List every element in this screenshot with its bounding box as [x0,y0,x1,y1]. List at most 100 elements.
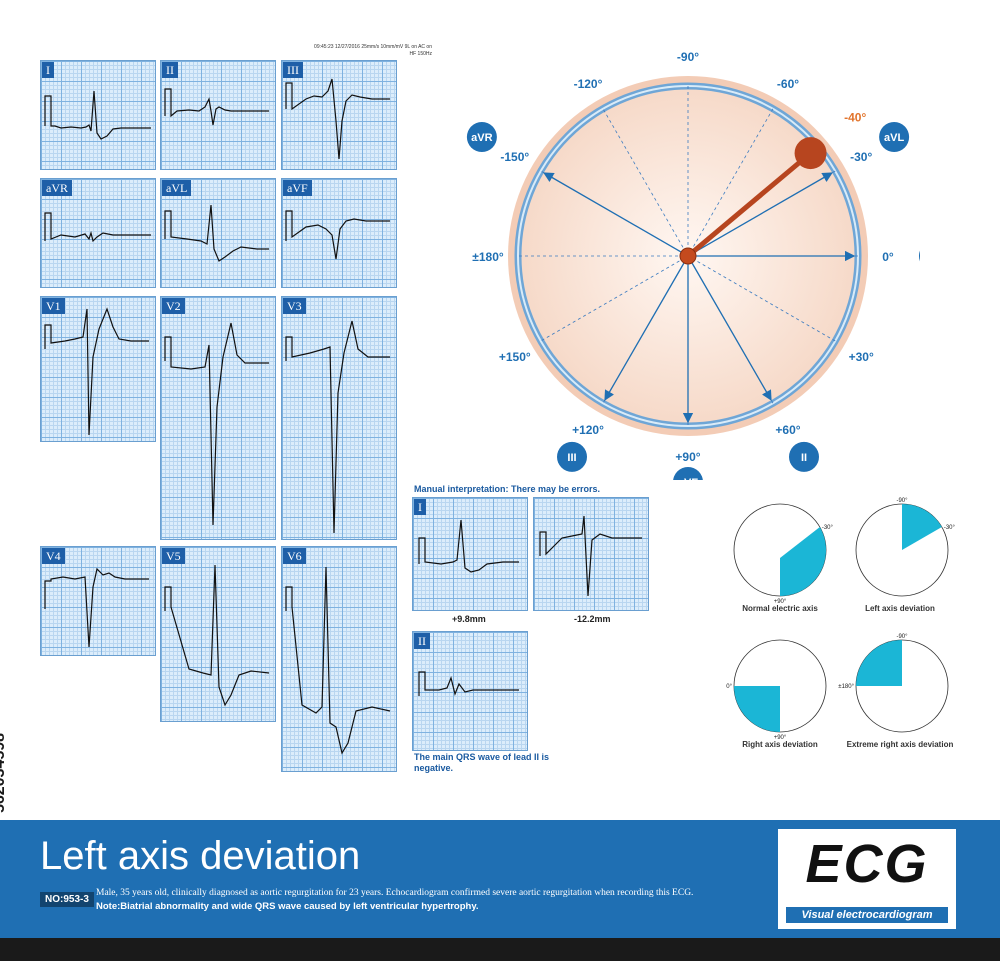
angle-label: -150° [500,150,529,164]
mini-wedge [780,527,826,596]
lead-I-measurement: +9.8mm [452,614,486,624]
panel-label: V1 [42,298,65,314]
recording-header: 09:45:23 12/27/2016 25mm/s 10mm/mV 9L on… [314,44,432,57]
panel-label: II [414,633,430,649]
mini-angle-label: ±180° [726,684,733,690]
case-number-badge: NO:953-3 [40,892,94,907]
mini-wedge [856,640,902,686]
lead-badge [673,467,703,480]
hexaxial-reference-diagram: -90°-60°-30°0°+30°+60°+90°+120°+150°±180… [466,50,920,480]
angle-label: 0° [882,250,894,264]
lead-badge-label: aVF [678,477,698,480]
ecg-trace-aVL [164,204,269,262]
panel-label: V4 [42,548,65,564]
angle-label: -90° [677,50,699,64]
manual-interpretation-title: Manual interpretation: There may be erro… [414,484,601,494]
ecg-panel-V6: V6 [281,546,397,772]
lead-badge-label: aVR [471,132,492,144]
angle-label: -60° [777,77,799,91]
axis-value-label: -40° [844,110,866,124]
panel-label: V6 [283,548,306,564]
mini-caption-left: Left axis deviation [865,604,935,613]
ecg-panel-III: III [281,60,397,170]
ecg-panel-V1: V1 [40,296,156,442]
mini-wedge [902,504,942,550]
ecg-trace-manual-II [418,671,519,696]
angle-label: +150° [499,350,531,364]
ecg-trace-V1 [44,307,149,436]
panel-label: V2 [162,298,185,314]
mini-angle-label: ±180° [838,684,854,690]
mini-angle-label: -90° [896,634,908,640]
ecg-panel-V3: V3 [281,296,397,540]
panel-label: III [283,62,303,78]
lead-vector [604,255,689,401]
lead-vector [543,172,689,257]
angle-label: +90° [675,450,700,464]
mini-caption-extreme: Extreme right axis deviation [846,740,954,749]
lead-badge [919,250,920,262]
ecg-panel-V2: V2 [160,296,276,540]
manual-panel-I: I [412,497,528,611]
logo-subtitle: Visual electrocardiogram [786,907,948,923]
mini-angle-label: +90° [774,735,787,741]
logo-text: ECG [805,834,929,894]
ecg-panel-aVF: aVF [281,178,397,288]
footer-banner: Left axis deviation NO:953-3 Male, 35 ye… [0,820,1000,938]
manual-panel-II: II [412,631,528,751]
watermark-id: 562034598 [0,732,9,814]
ecg-trace-V2 [164,322,269,526]
angle-label: +60° [775,423,800,437]
ecg-panel-aVR: aVR [40,178,156,288]
mini-wedge [734,686,780,732]
lead-badge-label: aVL [884,132,904,144]
ecg-panel-I: I [40,60,156,170]
ecg-panel-II: II [160,60,276,170]
angle-label: -120° [574,77,603,91]
axis-needle [685,158,804,259]
lead-badge-label: III [567,452,576,464]
panel-label: I [414,499,426,515]
ecg-trace-V4 [44,567,149,648]
ecg-trace-I [44,90,151,140]
ecg-trace-aVF [285,210,390,260]
panel-label: aVR [42,180,72,196]
angle-label: ±180° [472,250,504,264]
panel-label: II [162,62,178,78]
axis-needle-head [794,137,827,170]
bottom-strip [0,938,1000,961]
panel-label: V5 [162,548,185,564]
angle-label: +120° [572,423,604,437]
panel-label: V3 [283,298,306,314]
lead-II-note: The main QRS wave of lead II is negative… [414,752,550,773]
axis-origin [679,247,697,265]
ecg-trace-II [164,88,269,126]
lead-vector [687,255,772,401]
mini-angle-label: -30° [822,525,834,531]
panel-label: I [42,62,54,78]
lead-badge [879,122,910,152]
lead-badge [789,441,819,472]
axis-quadrant-diagrams: +90°-30°-90°-30°+90°±180°-90°±180° [726,498,956,741]
lead-vector [687,172,833,257]
panel-label: aVL [162,180,192,196]
ecg-trace-V3 [285,320,390,534]
mini-caption-normal: Normal electric axis [742,604,818,613]
ecg-trace-manual-I [418,519,519,573]
manual-panel-III [533,497,649,611]
case-description: Male, 35 years old, clinically diagnosed… [96,888,694,898]
case-note: Note:Biatrial abnormality and wide QRS w… [96,901,479,912]
mini-angle-label: -30° [944,525,956,531]
angle-label: -30° [850,150,872,164]
lead-badge [557,441,587,472]
ecg-trace-III [285,78,390,160]
mini-caption-right: Right axis deviation [742,740,818,749]
page-title: Left axis deviation [40,834,361,878]
ecg-trace-manual-III [539,515,642,597]
ecg-logo: ECG Visual electrocardiogram [778,829,956,929]
ecg-trace-V6 [285,566,391,755]
lead-III-measurement: -12.2mm [574,614,611,624]
ecg-panel-V5: V5 [160,546,276,722]
mini-angle-label: -90° [896,498,908,504]
ecg-panel-aVL: aVL [160,178,276,288]
